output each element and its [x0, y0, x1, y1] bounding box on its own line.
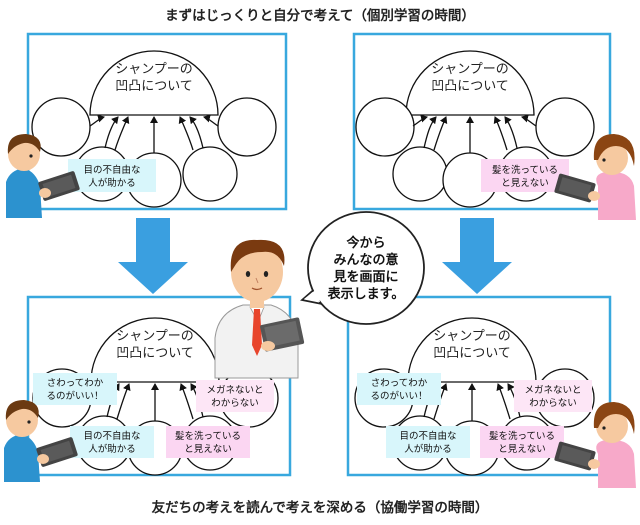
speech-bubble: 今から みんなの意 見を画面に 表示します。 — [300, 211, 425, 325]
speech-line2: みんなの意 — [333, 252, 398, 268]
note-hair-line1: 髪を洗っている — [175, 430, 241, 442]
panel-heading-line1: シャンプーの — [115, 62, 193, 77]
note-blind-line2: 人が助かる — [88, 177, 136, 189]
panel-heading-line2: 凹凸について — [116, 346, 194, 361]
panel-top-left: シャンプーの 凹凸について 目の不自由な 人が助かる — [26, 32, 288, 211]
note-touch-line1: さわってわか — [47, 378, 104, 389]
panel-heading-line2: 凹凸について — [115, 79, 193, 94]
note-glasses-line1: メガネないと — [206, 385, 263, 396]
note-hair-line2: と見えない — [184, 444, 232, 455]
panel-heading-line2: 凹凸について — [431, 79, 509, 94]
note-touch-line1: さわってわか — [371, 378, 428, 389]
note-blind-line1: 目の不自由な — [83, 430, 140, 442]
panel-heading-line1: シャンプーの — [433, 329, 511, 344]
note-hair-line2: と見えない — [501, 178, 549, 189]
note-touch-line2: るのがいい！ — [46, 390, 103, 402]
note-hair-line2: と見えない — [498, 444, 546, 455]
down-arrow-right — [442, 218, 512, 294]
title-top: まずはじっくりと自分で考えて（個別学習の時間） — [165, 7, 475, 24]
panel-heading-line2: 凹凸について — [433, 346, 511, 361]
panel-heading-line1: シャンプーの — [116, 329, 194, 344]
speech-line1: 今から — [345, 235, 385, 251]
student-girl-bottom — [554, 402, 636, 488]
teacher-figure — [214, 239, 305, 379]
note-touch-line2: るのがいい！ — [370, 390, 427, 402]
panel-heading-line1: シャンプーの — [431, 62, 509, 77]
speech-line4: 表示します。 — [327, 286, 405, 302]
note-hair-line1: 髪を洗っている — [489, 430, 555, 442]
note-glasses-line2: わからない — [529, 398, 577, 409]
speech-line3: 見を画面に — [332, 270, 398, 285]
panel-top-right: シャンプーの 凹凸について 髪を洗っている と見えない — [352, 32, 612, 211]
title-bottom: 友だちの考えを読んで考えを深める（協働学習の時間） — [152, 499, 489, 516]
panel-bottom-right: シャンプーの 凹凸について さわってわか るのがいい！ メガネないと わからない… — [346, 295, 612, 477]
note-glasses-line1: メガネないと — [524, 385, 581, 396]
note-glasses-line2: わからない — [211, 398, 259, 409]
note-blind-line1: 目の不自由な — [399, 430, 456, 442]
note-hair-line1: 髪を洗っている — [492, 164, 558, 176]
note-blind-line1: 目の不自由な — [83, 164, 140, 176]
note-blind-line2: 人が助かる — [404, 443, 452, 455]
note-blind-line2: 人が助かる — [88, 443, 136, 455]
down-arrow-left — [118, 218, 188, 294]
student-boy-bottom — [4, 400, 78, 482]
student-boy-top — [6, 134, 80, 218]
student-girl-top — [554, 134, 636, 220]
